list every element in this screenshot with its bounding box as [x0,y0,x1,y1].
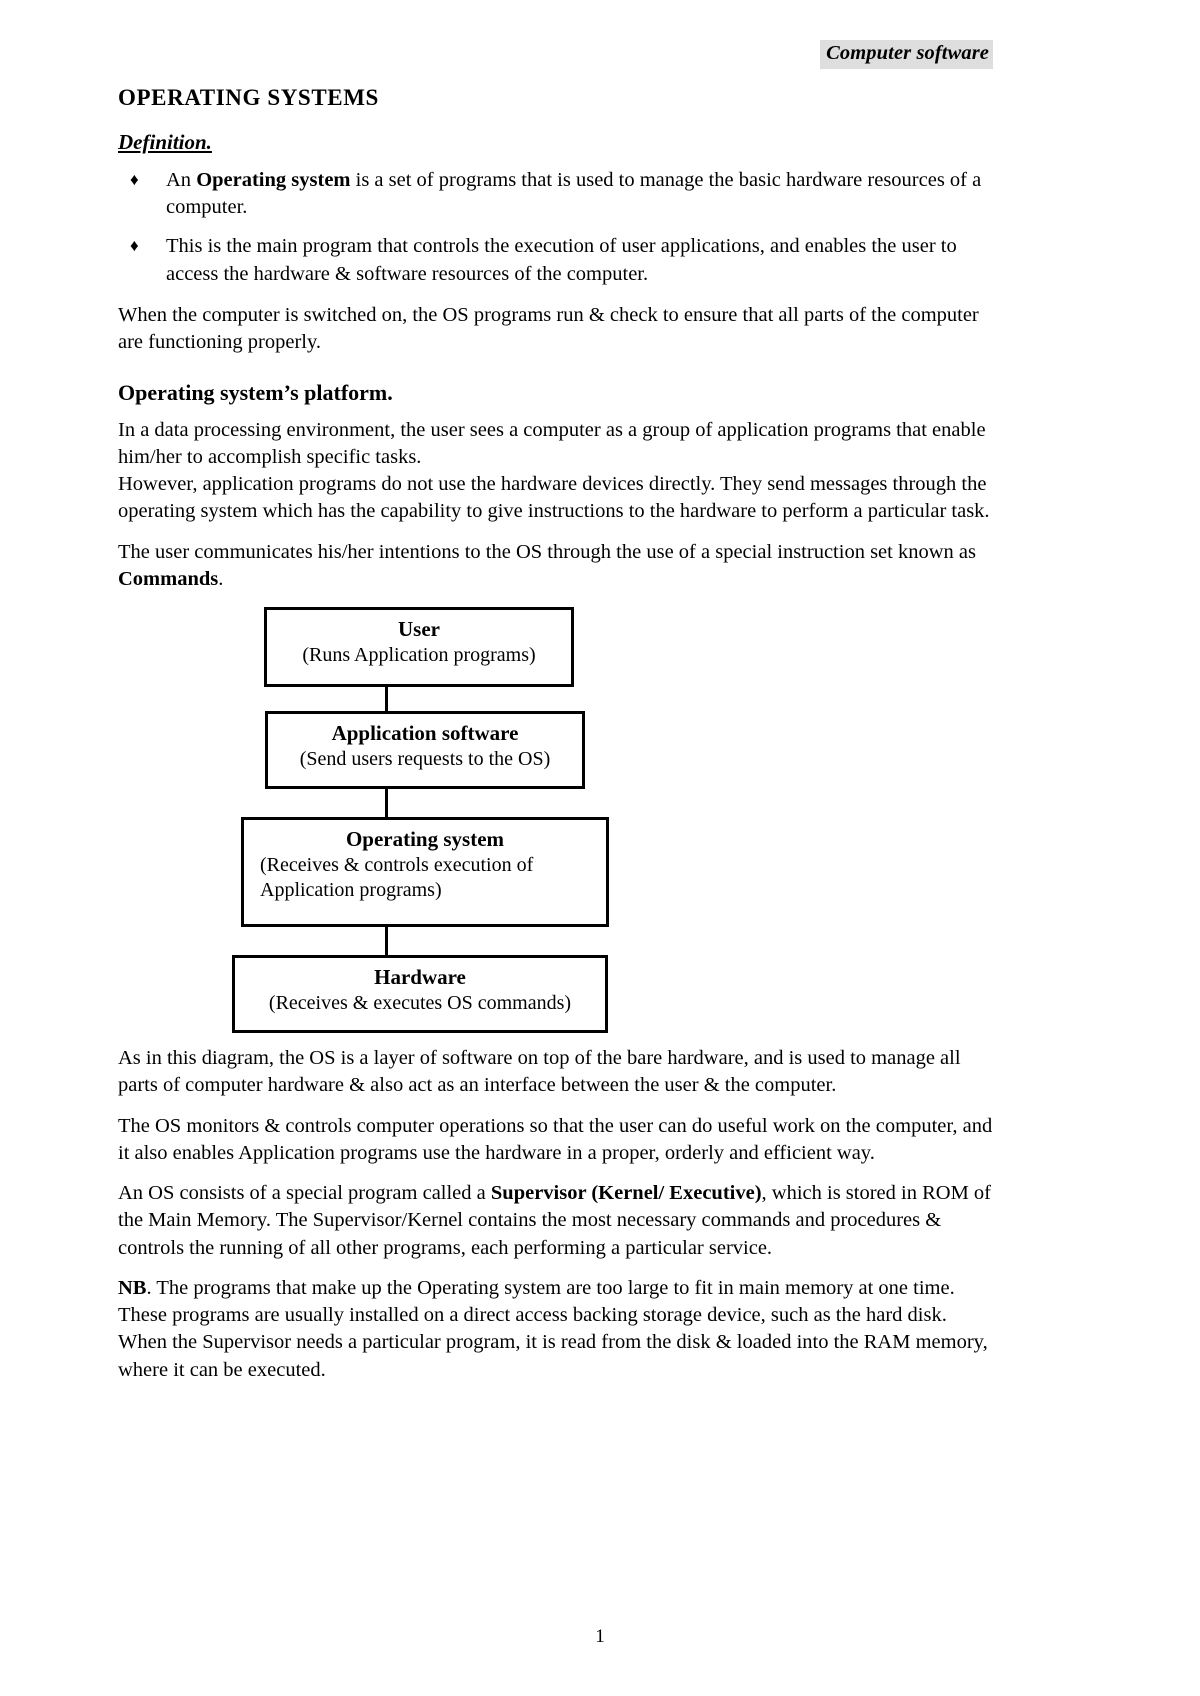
diagram-box-os-title: Operating system [345,827,505,852]
list-item: ♦ An Operating system is a set of program… [118,167,993,222]
paragraph-commands: The user communicates his/her intentions… [118,539,993,594]
bullet-lead-text: An [166,168,197,191]
running-header: Computer software [118,40,993,69]
paragraph-however: However, application programs do not use… [118,473,990,523]
paragraph-when-supervisor: When the Supervisor needs a particular p… [118,1331,988,1381]
diagram-box-user: User (Runs Application programs) [264,607,574,688]
connector-application-to-os [385,789,388,818]
platform-heading: Operating system’s platform. [118,380,393,406]
commands-post-text: . [218,567,224,590]
page-title: OPERATING SYSTEMS [118,85,379,110]
running-header-title: Computer software [820,40,993,69]
definition-bullet-list: ♦ An Operating system is a set of program… [118,167,993,288]
diamond-bullet-icon: ♦ [130,236,139,256]
connector-user-to-application [385,687,388,712]
nb-post-text: . The programs that make up the Operatin… [118,1276,955,1327]
page-number: 1 [595,1626,605,1647]
diagram-box-operating-system: Operating system (Receives & controls ex… [241,817,609,928]
diagram-box-hardware-subtitle: (Receives & executes OS commands) [268,991,572,1014]
bullet-rest-text: is a set of programs that is used to man… [166,168,982,219]
diagram-box-os-subtitle-line2: Application programs) [260,879,442,902]
diagram-box-hardware: Hardware (Receives & executes OS command… [232,955,608,1034]
diagram-box-user-subtitle: (Runs Application programs) [302,643,536,666]
paragraph-os-monitors: The OS monitors & controls computer oper… [118,1114,993,1164]
paragraph-supervisor: An OS consists of a special program call… [118,1180,993,1262]
diagram-box-application-software: Application software (Send users request… [265,711,585,790]
commands-bold-term: Commands [118,567,219,590]
supervisor-bold-term: Supervisor (Kernel/ Executive) [490,1182,762,1205]
diagram-box-user-title: User [398,617,440,642]
nb-bold-label: NB [118,1276,147,1299]
bullet-rest-text: This is the main program that controls t… [166,235,957,285]
diagram-box-os-subtitle-line1: (Receives & controls execution of [260,853,534,876]
diagram-box-application-title: Application software [331,721,519,746]
paragraph-data-processing: In a data processing environment, the us… [118,418,986,468]
connector-os-to-hardware [385,927,388,956]
commands-pre-text: The user communicates his/her intentions… [118,540,976,563]
os-layer-diagram: User (Runs Application programs) Applica… [118,607,993,1034]
page-content: Computer software OPERATING SYSTEMS Defi… [118,40,993,1397]
diagram-box-hardware-title: Hardware [374,965,466,990]
diagram-box-application-subtitle: (Send users requests to the OS) [299,747,551,770]
paragraph-nb: NB. The programs that make up the Operat… [118,1275,993,1330]
paragraph-as-in-diagram: As in this diagram, the OS is a layer of… [118,1047,961,1097]
supervisor-post-text: , which is stored in ROM of the Main Mem… [118,1182,992,1259]
bullet-bold-term: Operating system [196,168,351,191]
definition-heading: Definition. [118,129,212,154]
paragraph-switched-on: When the computer is switched on, the OS… [118,303,979,354]
supervisor-pre-text: An OS consists of a special program call… [118,1182,491,1205]
list-item: ♦ This is the main program that controls … [118,233,993,288]
diamond-bullet-icon: ♦ [130,169,139,189]
